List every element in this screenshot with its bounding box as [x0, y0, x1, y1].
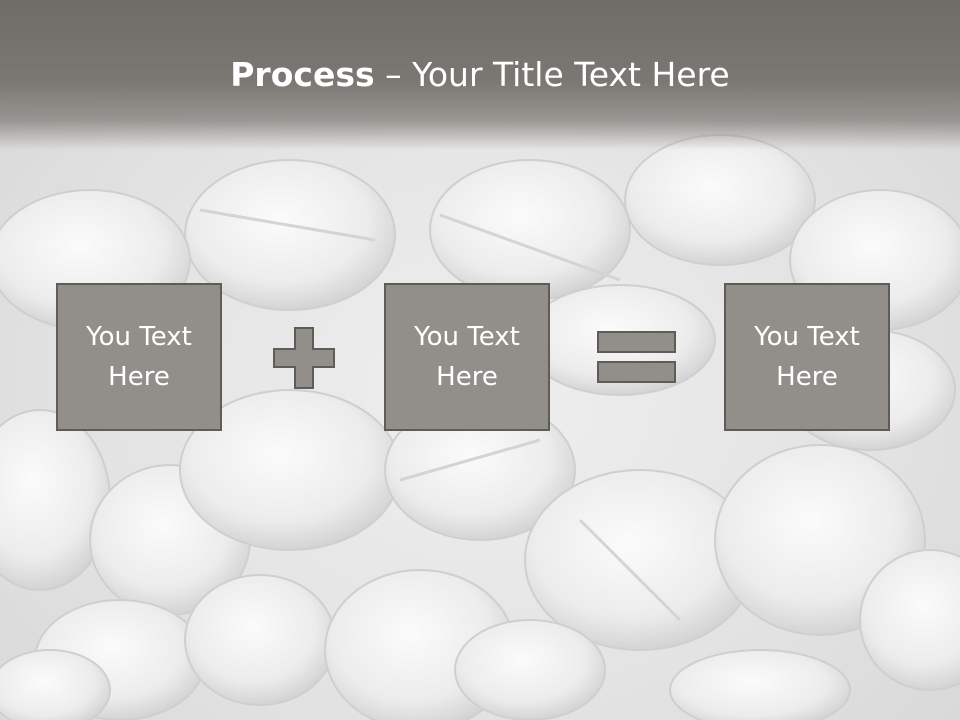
title-bold-text: Process	[230, 55, 375, 94]
title-bar	[0, 0, 960, 150]
process-step-2[interactable]: You Text Here	[384, 283, 550, 431]
title-separator: –	[374, 55, 413, 94]
process-step-3-text: You Text Here	[754, 322, 860, 392]
plus-icon	[273, 327, 335, 393]
slide-title[interactable]: Process – Your Title Text Here	[0, 52, 960, 98]
process-step-1-text: You Text Here	[86, 322, 192, 392]
process-step-3[interactable]: You Text Here	[724, 283, 890, 431]
equals-icon	[597, 331, 677, 387]
process-step-1[interactable]: You Text Here	[56, 283, 222, 431]
process-step-2-text: You Text Here	[414, 322, 520, 392]
title-rest-text: Your Title Text Here	[412, 55, 730, 94]
